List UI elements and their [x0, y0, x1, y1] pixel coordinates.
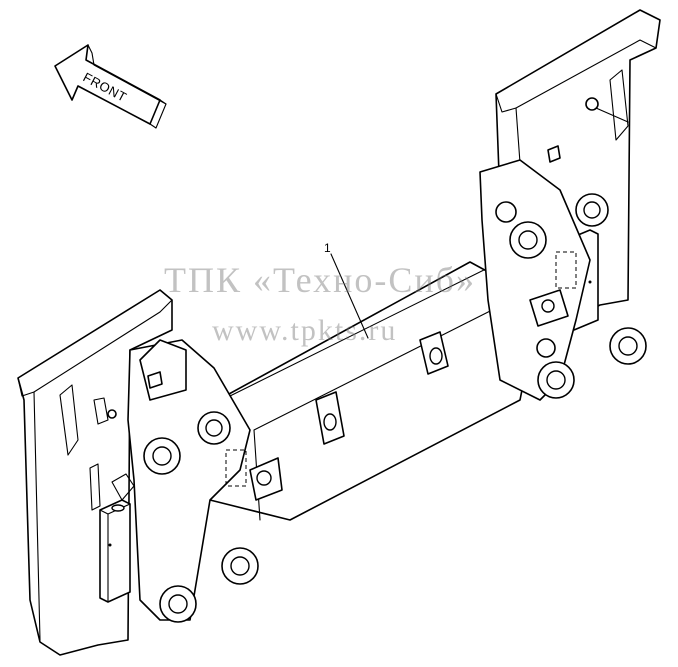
front-direction-arrow: FRONT	[54, 44, 167, 129]
callout-label: 1	[324, 241, 331, 255]
right-bracket	[479, 159, 647, 401]
watermark-url: www.tpkts.ru	[212, 314, 397, 347]
left-bracket	[127, 339, 283, 623]
callout-1: 1	[324, 241, 369, 339]
watermark-title: ТПК «Техно-Сиб»	[164, 260, 476, 300]
left-side-plate	[17, 289, 173, 656]
watermark: ТПК «Техно-Сиб» www.tpkts.ru	[164, 260, 476, 347]
